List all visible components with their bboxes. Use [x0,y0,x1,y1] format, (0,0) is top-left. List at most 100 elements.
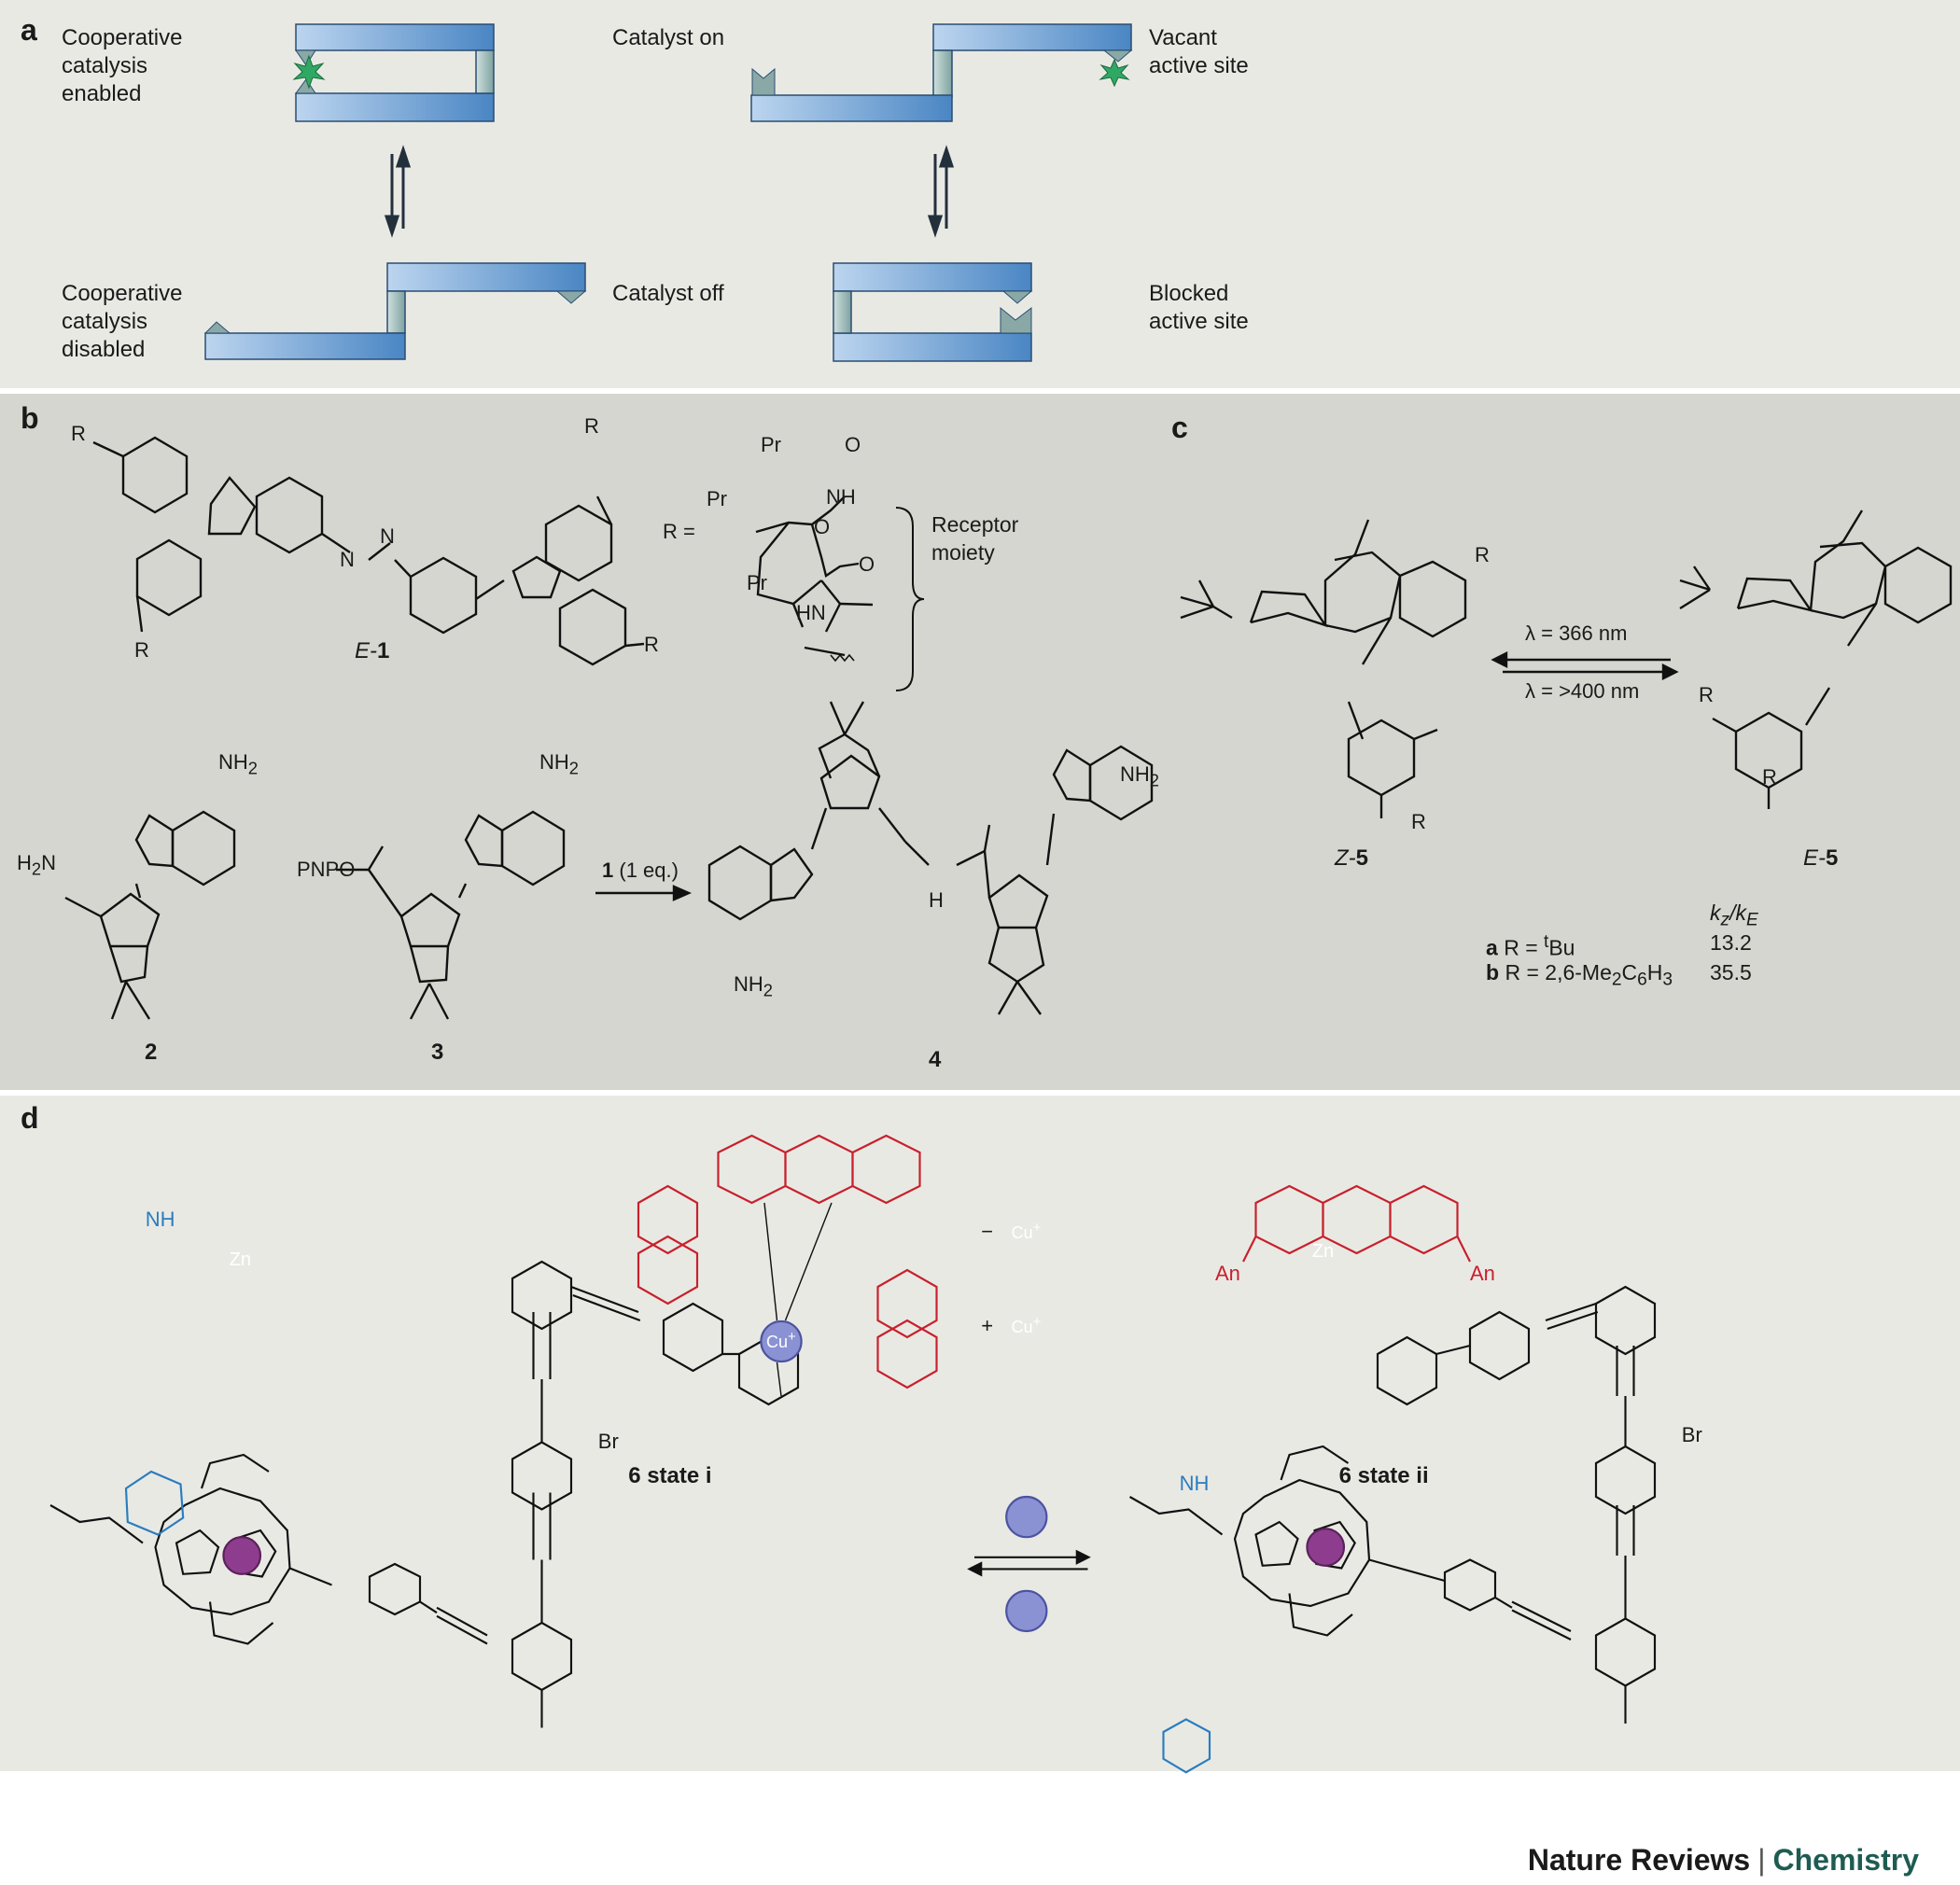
atom-h2n: H2N [17,851,56,879]
atom-an: An [1215,1262,1240,1285]
atom-nh2: NH2 [734,972,773,1000]
cartoon-catalyst-off [203,262,587,360]
label-coop-disabled: Cooperative catalysis disabled [62,281,183,362]
structure-e1 [92,436,645,666]
label-lambda-400: λ = >400 nm [1525,679,1640,703]
switch-cartoons [203,23,1133,362]
atom-n: N [340,548,355,571]
cu-ion-icon [1005,1495,1048,1539]
atom-pr: Pr [707,487,727,510]
label-lambda-366: λ = 366 nm [1525,621,1628,645]
structures-b-c [64,436,1953,1020]
atom-h: H [929,888,944,912]
label-e5: E-5 [1803,845,1839,871]
cu-atom-icon [760,1320,803,1363]
structure-receptor [755,496,925,691]
label-state-ii: 6 state ii [1338,1463,1429,1488]
panel-d: d Zn Zn Cu+ Cu+ Cu+ − + NH NH Br Br An 6… [0,1096,1960,1774]
atom-cu: Cu+ [766,1328,796,1351]
atom-o: O [814,515,831,538]
atom-hn: HN [796,601,826,624]
structure-e5 [1679,510,1953,809]
equilibrium-arrows-a [384,145,955,238]
table-value-b: 35.5 [1710,960,1752,984]
journal-section: Chemistry [1772,1843,1920,1877]
label-cmpd-4: 4 [929,1047,942,1072]
zn-atom-icon [222,1536,262,1575]
atom-n: N [380,524,395,548]
plus-sign: + [981,1313,994,1337]
panel-b-c: b c R R R R N N E-1 R = Pr Pr Pr O NH O … [0,394,1960,1090]
journal-name: Nature Reviews [1527,1843,1751,1877]
panel-label-c: c [1171,411,1188,444]
atom-nh: NH [826,485,856,509]
porphyrin-state-ii [1128,1285,1657,1724]
cartoon-blocked [833,262,1033,362]
atom-r: R [1475,543,1490,566]
cartoon-coop-enabled [292,23,495,122]
label-receptor: Receptor moiety [931,512,1019,565]
atom-nh2: NH2 [539,750,579,778]
panel-label-a: a [21,13,37,47]
reagent-label: 1 (1 eq.) [602,859,679,882]
atom-an: An [1470,1262,1495,1285]
phenanthroline-state-i [637,1134,938,1389]
cartoon-catalyst-on [750,23,1133,122]
atom-pr: Pr [747,571,767,594]
reaction-arrow-b [595,885,692,901]
label-cmpd-2: 2 [145,1040,158,1065]
piperidine-state-ii [1162,1718,1211,1774]
piperidine-state-i [124,1470,185,1536]
label-z5: Z-5 [1335,845,1369,871]
r-equals: R = [663,520,695,543]
atom-nh: NH [145,1208,175,1232]
table-header-kz-ke: kz/kE [1710,901,1758,930]
table-value-a: 13.2 [1710,930,1752,955]
atom-r: R [1699,683,1714,706]
structure-z5 [1180,519,1467,818]
atom-r: R [1411,810,1426,833]
atom-pr: Pr [761,433,781,456]
phenanthroline-state-ii [1242,1184,1471,1263]
atom-r: R [584,414,599,438]
atom-zn: Zn [229,1249,252,1270]
panel-a: a Cooperative catalysis enabled Catalyst… [0,0,1960,388]
atom-r: R [1762,765,1777,789]
cu-ion-bottom: Cu+ [1011,1313,1042,1336]
atom-br: Br [1681,1422,1702,1446]
equilibrium-arrows-c [1491,651,1679,680]
structure-2 [64,810,236,1020]
label-catalyst-off: Catalyst off [612,281,724,306]
table-row-b: b R = 2,6-Me2C6H3 [1486,960,1673,990]
panel-label-b: b [21,401,39,435]
porphyrin-state-i [49,1260,800,1728]
structure-4 [707,701,1154,1015]
star-icon [1099,58,1130,88]
atom-nh: NH [1179,1472,1210,1495]
journal-footer: Nature Reviews|Chemistry [1528,1843,1919,1878]
atom-r: R [644,633,659,656]
table-row-a: a R = tBu [1486,932,1575,960]
label-coop-enabled: Cooperative catalysis enabled [62,25,183,106]
zn-atom-icon [1306,1528,1346,1567]
cu-links-i [763,1202,833,1397]
label-cmpd-3: 3 [431,1040,444,1065]
atom-nh2: NH2 [1120,762,1159,790]
atom-o: O [859,552,875,576]
atom-zn: Zn [1311,1240,1335,1262]
label-state-i: 6 state i [628,1463,712,1488]
atom-r: R [134,638,149,662]
label-catalyst-on: Catalyst on [612,25,725,50]
atom-br: Br [597,1430,619,1453]
atom-pnpo: PNPO [297,858,356,881]
star-icon [292,54,326,90]
atom-nh2: NH2 [218,750,258,778]
cu-ion-icon [1005,1589,1048,1633]
journal-separator: | [1757,1843,1766,1877]
cu-ion-top: Cu+ [1011,1220,1042,1242]
minus-sign: − [981,1220,994,1243]
structure-3 [336,810,566,1020]
panel-label-d: d [21,1101,39,1135]
label-e1: E-1 [355,638,390,663]
structures-d [49,1134,1657,1774]
